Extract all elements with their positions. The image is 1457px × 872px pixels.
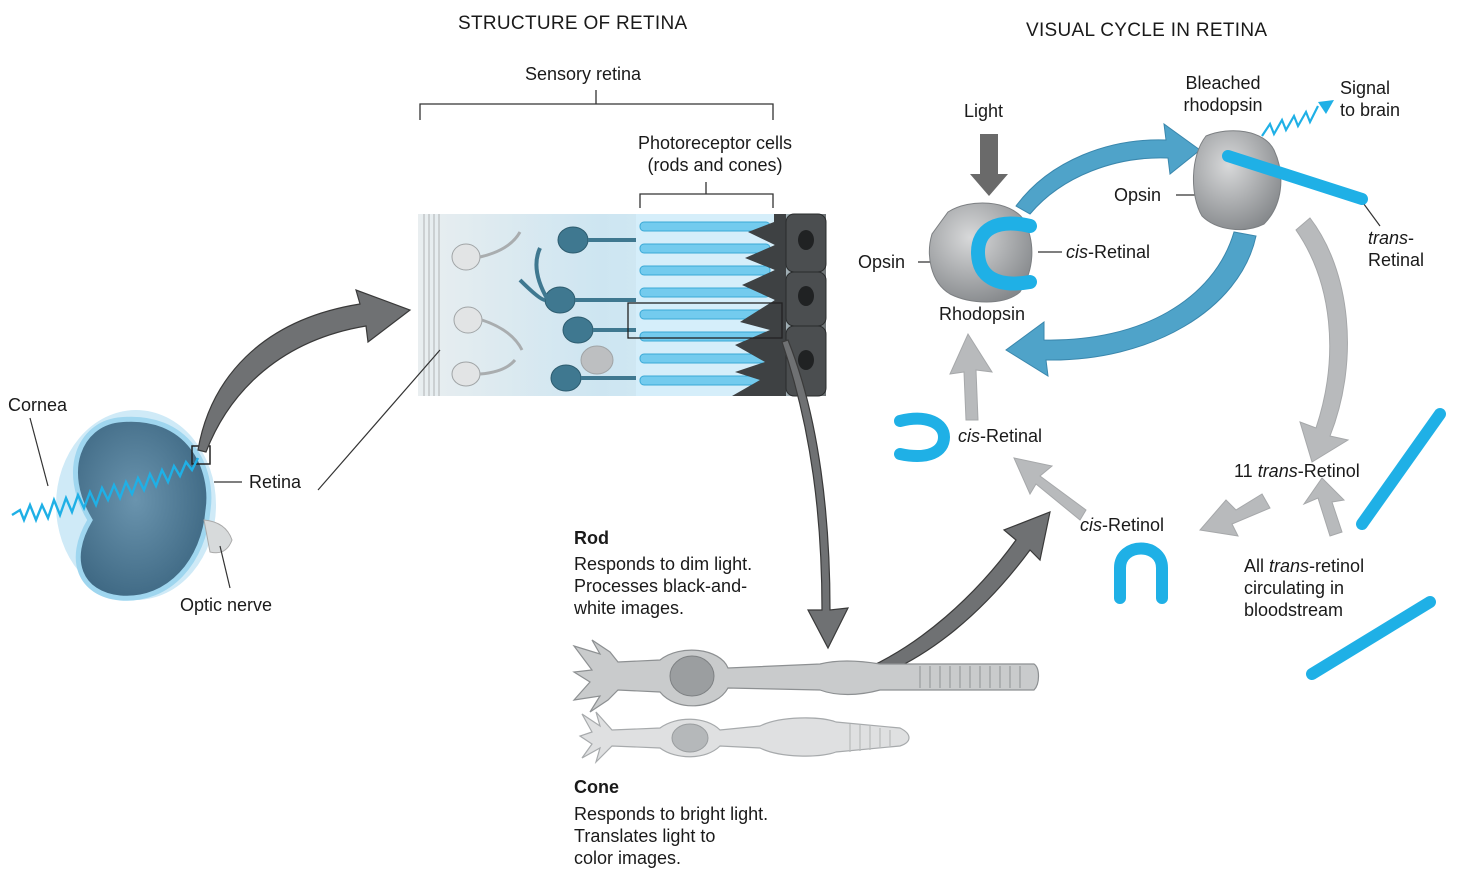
cis-retinal-molecule [900,419,944,456]
sensory-retina-label: Sensory retina [525,63,641,85]
trans-retinol-11-label: 11 trans-Retinol [1234,460,1360,482]
rod-cell [574,640,1039,712]
rod-title: Rod [574,527,609,549]
trans-retinal-label: trans- Retinal [1368,227,1424,271]
all-trans-retinol-label: All trans-retinol circulating in bloodst… [1244,555,1364,621]
retina-label: Retina [249,471,301,493]
optic-nerve-label: Optic nerve [180,594,272,616]
light-label: Light [964,100,1003,122]
cis-retinol-label: cis-Retinol [1080,514,1164,536]
cone-title: Cone [574,776,619,798]
cis-retinal-bound-label: cis-Retinal [1066,241,1150,263]
signal-to-brain-label: Signal to brain [1340,77,1400,121]
cone-description: Responds to bright light. Translates lig… [574,803,768,869]
rod-description: Responds to dim light. Processes black-a… [574,553,752,619]
cis-retinol-molecule [1120,549,1162,599]
rhodopsin-protein [929,203,1031,302]
opsin-bleached-label: Opsin [1114,184,1161,206]
bleached-rhodopsin-protein [1193,131,1362,230]
photoreceptor-bracket [640,182,773,208]
trans-retinol-rod [1362,414,1440,524]
opsin-label: Opsin [858,251,905,273]
structure-heading: STRUCTURE OF RETINA [458,13,687,35]
optic-nerve-leader [220,546,230,588]
sensory-retina-bracket [420,90,773,120]
cis-retinal-free-label: cis-Retinal [958,425,1042,447]
photoreceptor-label: Photoreceptor cells (rods and cones) [620,132,810,176]
down-arrow-icon [970,134,1008,196]
cone-cell [580,712,909,762]
rhodopsin-label: Rhodopsin [939,303,1025,325]
cycle-heading: VISUAL CYCLE IN RETINA [1026,20,1267,42]
retina-cross-section [418,214,826,396]
cornea-leader [30,418,48,486]
retina-tissue-leader [318,350,440,490]
bleached-rhodopsin-label: Bleached rhodopsin [1168,72,1278,116]
cornea-label: Cornea [8,394,67,416]
